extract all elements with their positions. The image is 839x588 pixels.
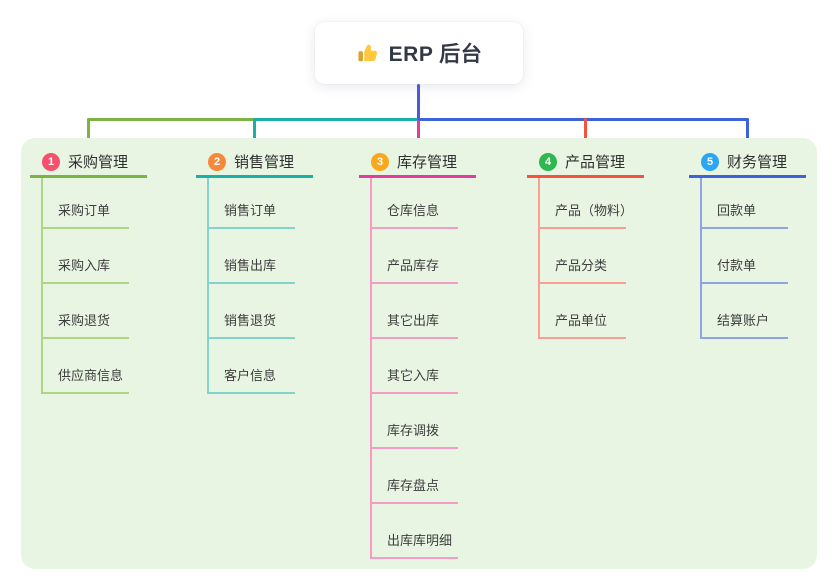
branch-product: 4 产品管理 产品（物料） 产品分类 产品单位 <box>527 148 644 339</box>
mindmap-panel <box>21 138 817 569</box>
child-node[interactable]: 采购订单 <box>43 178 129 229</box>
connector-drop-finance <box>746 118 749 147</box>
connector-bus-purchase <box>87 118 255 121</box>
branch-topic-sales[interactable]: 2 销售管理 <box>196 148 313 178</box>
branch-topic-purchase[interactable]: 1 采购管理 <box>30 148 147 178</box>
branch-inventory: 3 库存管理 仓库信息 产品库存 其它出库 其它入库 库存调拨 库存盘点 出库库… <box>359 148 476 559</box>
branch-purchase: 1 采购管理 采购订单 采购入库 采购退货 供应商信息 <box>30 148 147 394</box>
branch-children: 销售订单 销售出库 销售退货 客户信息 <box>207 178 295 394</box>
connector-drop-sales <box>253 118 256 147</box>
branch-number-badge: 3 <box>371 152 389 171</box>
branch-children: 回款单 付款单 结算账户 <box>700 178 788 339</box>
child-node[interactable]: 其它入库 <box>372 339 458 394</box>
connector-drop-purchase <box>87 118 90 147</box>
branch-label: 财务管理 <box>727 154 788 171</box>
connector-bus-sales <box>253 118 418 121</box>
branch-children: 仓库信息 产品库存 其它出库 其它入库 库存调拨 库存盘点 出库库明细 <box>370 178 458 559</box>
child-node[interactable]: 供应商信息 <box>43 339 129 394</box>
branch-children: 采购订单 采购入库 采购退货 供应商信息 <box>41 178 129 394</box>
child-node[interactable]: 销售出库 <box>209 229 295 284</box>
child-node[interactable]: 采购入库 <box>43 229 129 284</box>
branch-label: 采购管理 <box>68 154 129 171</box>
child-node[interactable]: 销售订单 <box>209 178 295 229</box>
child-node[interactable]: 库存调拨 <box>372 394 458 449</box>
child-node[interactable]: 其它出库 <box>372 284 458 339</box>
connector-drop-product <box>584 118 587 147</box>
child-node[interactable]: 结算账户 <box>702 284 788 339</box>
branch-label: 库存管理 <box>397 154 458 171</box>
child-node[interactable]: 仓库信息 <box>372 178 458 229</box>
root-connector-stem <box>417 84 420 121</box>
branch-topic-product[interactable]: 4 产品管理 <box>527 148 644 178</box>
branch-sales: 2 销售管理 销售订单 销售出库 销售退货 客户信息 <box>196 148 313 394</box>
branch-number-badge: 1 <box>42 152 60 171</box>
branch-number-badge: 2 <box>208 152 226 171</box>
branch-label: 销售管理 <box>234 154 295 171</box>
child-node[interactable]: 出库库明细 <box>372 504 458 559</box>
root-node[interactable]: ERP 后台 <box>315 22 523 84</box>
child-node[interactable]: 产品库存 <box>372 229 458 284</box>
branch-number-badge: 4 <box>539 152 557 171</box>
branch-label: 产品管理 <box>565 154 626 171</box>
child-node[interactable]: 销售退货 <box>209 284 295 339</box>
child-node[interactable]: 客户信息 <box>209 339 295 394</box>
connector-drop-inventory <box>417 120 420 147</box>
child-node[interactable]: 回款单 <box>702 178 788 229</box>
branch-topic-inventory[interactable]: 3 库存管理 <box>359 148 476 178</box>
branch-topic-finance[interactable]: 5 财务管理 <box>689 148 806 178</box>
child-node[interactable]: 产品分类 <box>540 229 626 284</box>
connector-bus-finance <box>417 118 749 121</box>
branch-number-badge: 5 <box>701 152 719 171</box>
child-node[interactable]: 付款单 <box>702 229 788 284</box>
child-node[interactable]: 采购退货 <box>43 284 129 339</box>
thumbs-up-icon <box>356 42 379 65</box>
child-node[interactable]: 产品单位 <box>540 284 626 339</box>
branch-finance: 5 财务管理 回款单 付款单 结算账户 <box>689 148 806 339</box>
child-node[interactable]: 产品（物料） <box>540 178 633 229</box>
root-title: ERP 后台 <box>388 43 483 66</box>
child-node[interactable]: 库存盘点 <box>372 449 458 504</box>
branch-children: 产品（物料） 产品分类 产品单位 <box>538 178 633 339</box>
